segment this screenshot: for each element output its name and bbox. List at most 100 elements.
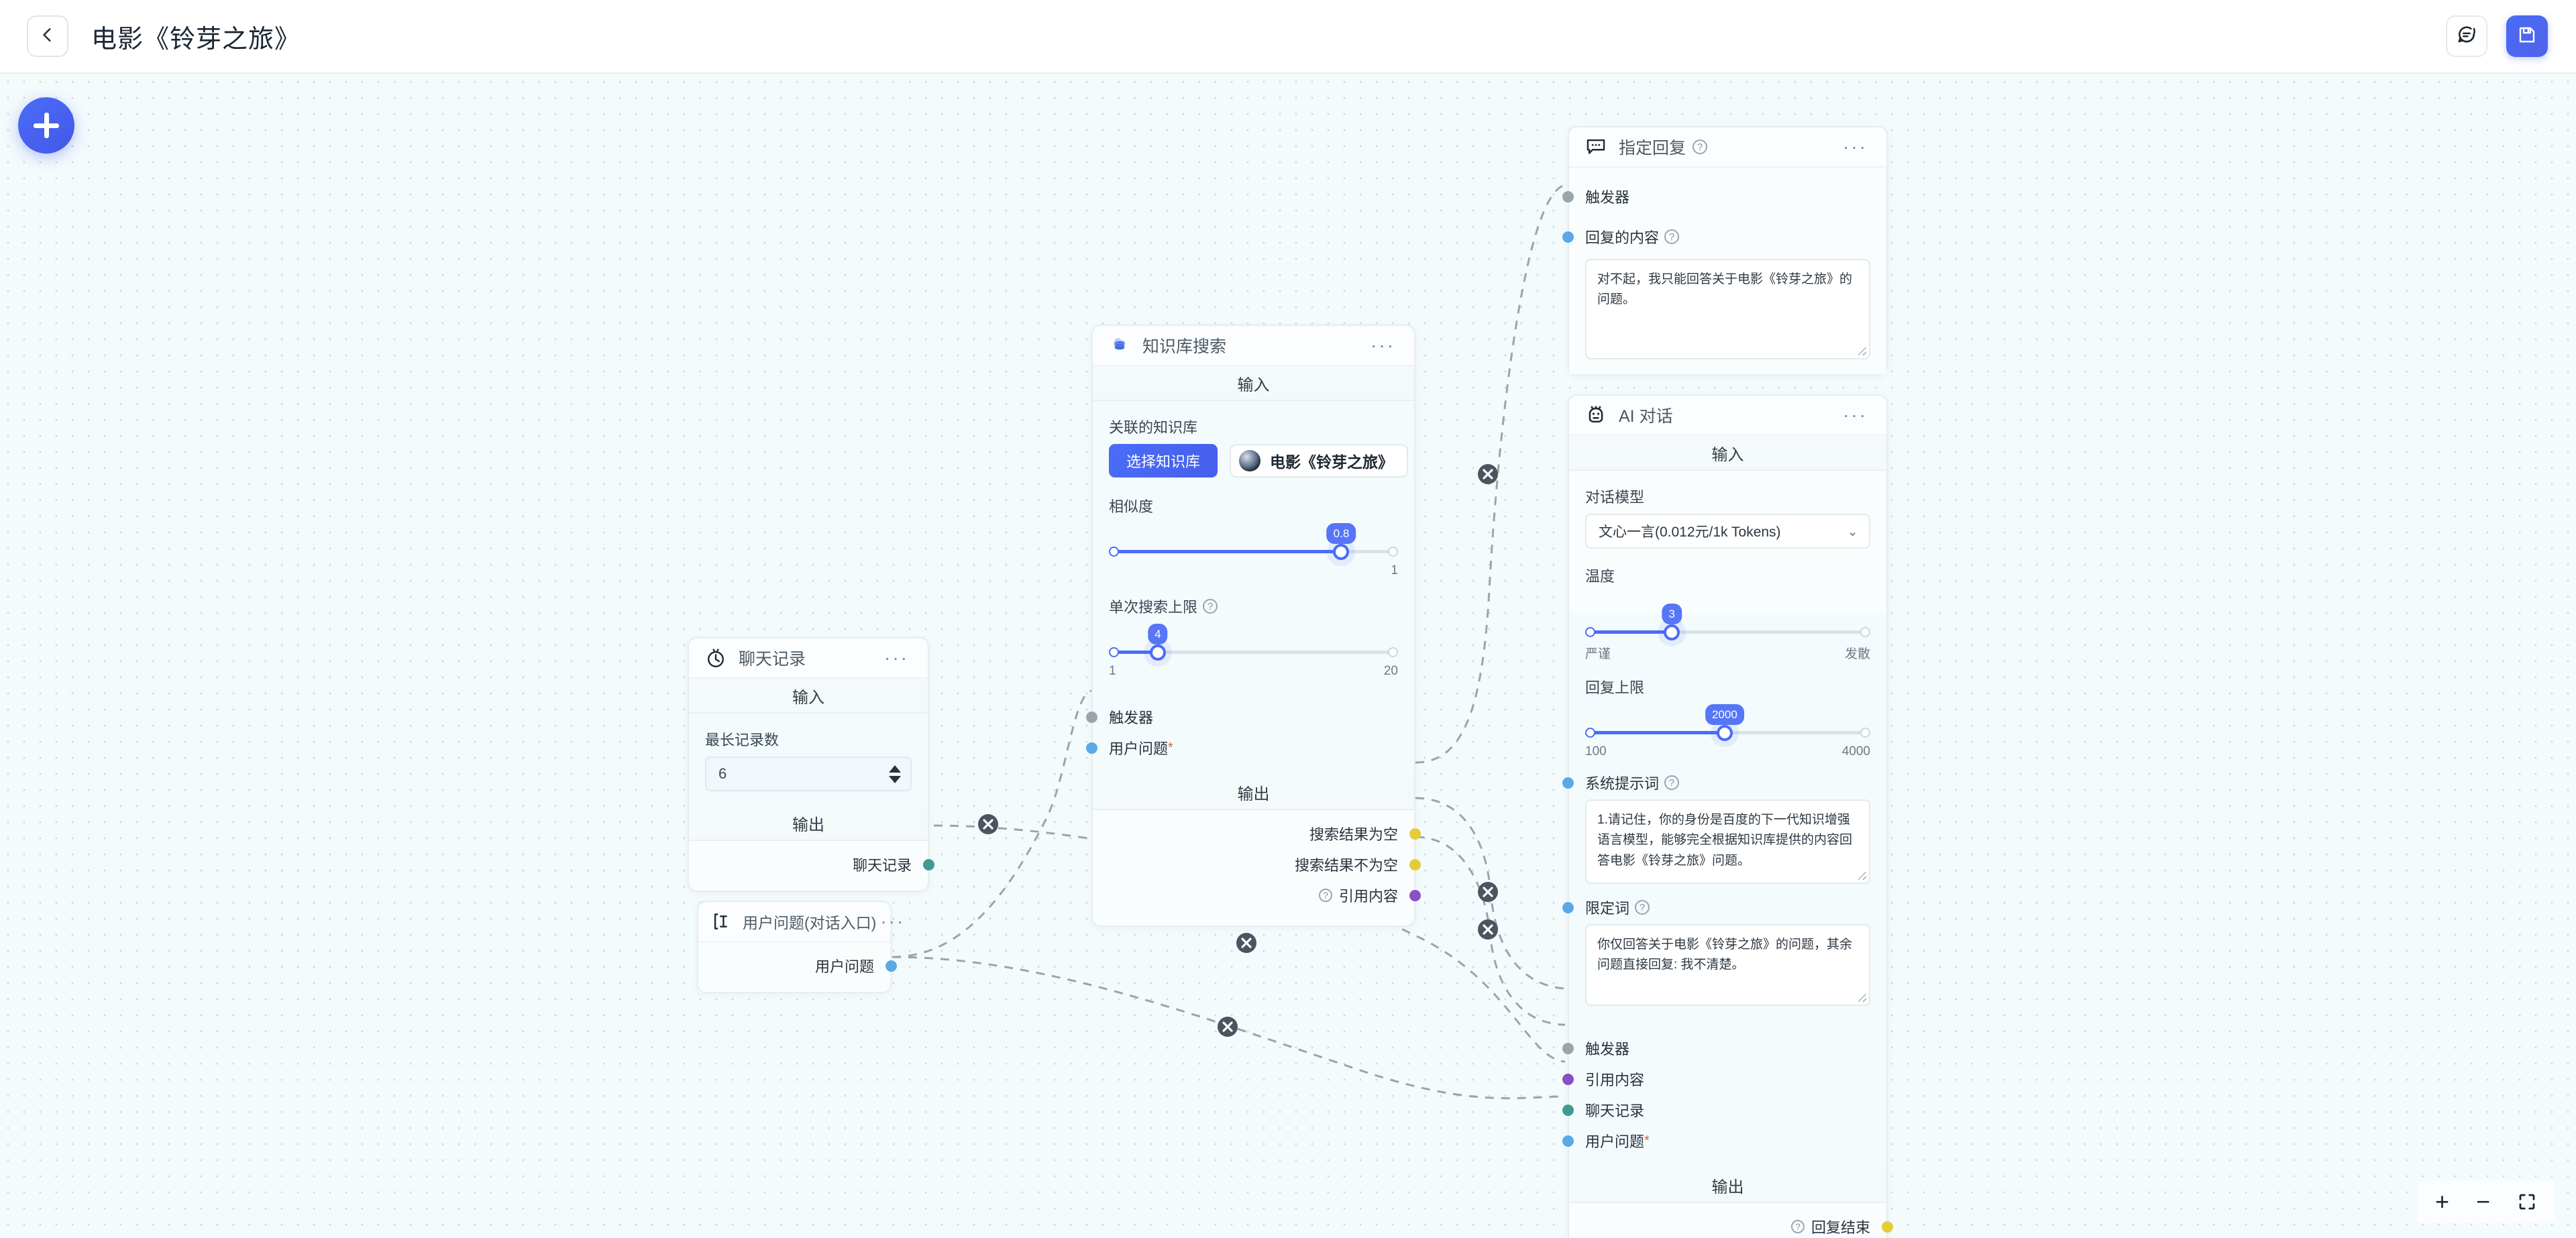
kb-thumbnail-icon: [1239, 450, 1261, 471]
model-select[interactable]: 文心一言(0.012元/1k Tokens) ⌄: [1585, 514, 1870, 549]
slider-value-badge: 3: [1662, 604, 1682, 624]
port-label: 触发器: [1585, 189, 1630, 206]
port-row[interactable]: 触发器: [1562, 1033, 1870, 1064]
save-button[interactable]: [2506, 15, 2548, 57]
node-chat-history[interactable]: 聊天记录 ··· 输入 最长记录数 6 输出 聊天记录: [688, 637, 934, 892]
node-menu-button[interactable]: ···: [884, 647, 909, 668]
help-icon[interactable]: ?: [1790, 1220, 1805, 1233]
port-row[interactable]: 引用内容: [1562, 1064, 1870, 1094]
stepper-arrows[interactable]: [889, 758, 901, 790]
node-ai-chat[interactable]: AI 对话 ··· 输入 对话模型 文心一言(0.012元/1k Tokens)…: [1562, 394, 1893, 1238]
slider-fill: [1113, 550, 1342, 553]
node-menu-button[interactable]: ···: [1371, 335, 1395, 355]
limit-word-textarea[interactable]: 你仅回答关于电影《铃芽之旅》的问题，其余问题直接回复: 我不清楚。: [1585, 924, 1870, 1006]
port-row[interactable]: 聊天记录: [705, 849, 934, 880]
port-label: 触发器: [1585, 1041, 1630, 1058]
input-section-label: 输入: [1093, 366, 1414, 401]
temperature-slider[interactable]: 3 严谨 发散: [1585, 604, 1870, 661]
select-kb-button[interactable]: 选择知识库: [1109, 444, 1218, 477]
max-records-stepper[interactable]: 6: [705, 756, 912, 791]
edge-delete-button[interactable]: [1478, 464, 1498, 484]
port-dot[interactable]: [885, 960, 897, 972]
search-limit-label: 单次搜索上限 ?: [1109, 596, 1398, 617]
port-dot[interactable]: [1562, 1135, 1574, 1147]
back-button[interactable]: [27, 15, 68, 57]
slider-max: 发散: [1844, 647, 1870, 661]
add-node-button[interactable]: [18, 97, 74, 154]
slider-range: 1 20: [1109, 664, 1398, 679]
zoom-out-button[interactable]: −: [2475, 1188, 2490, 1215]
port-dot[interactable]: [1562, 1042, 1574, 1054]
fit-screen-icon[interactable]: [2517, 1192, 2537, 1212]
node-header: 用户问题(对话入口) ···: [698, 902, 903, 942]
node-menu-button[interactable]: ···: [1843, 136, 1868, 157]
port-row[interactable]: 限定词 ?: [1562, 896, 1870, 919]
port-row[interactable]: 系统提示词 ?: [1562, 771, 1870, 794]
port-dot[interactable]: [1562, 777, 1574, 789]
slider-track: [1113, 651, 1394, 654]
reply-content-textarea[interactable]: 对不起，我只能回答关于电影《铃芽之旅》的问题。: [1585, 259, 1870, 359]
port-row[interactable]: 回复的内容 ?: [1562, 221, 1870, 252]
port-dot[interactable]: [1086, 711, 1097, 723]
slider-knob[interactable]: [1664, 624, 1680, 640]
help-icon[interactable]: ?: [1203, 599, 1218, 614]
port-dot[interactable]: [1882, 1221, 1893, 1233]
port-row[interactable]: 用户问题: [714, 950, 897, 981]
port-row[interactable]: ? 引用内容: [1109, 880, 1421, 911]
edge-delete-button[interactable]: [1478, 882, 1498, 902]
port-dot[interactable]: [923, 858, 934, 870]
port-dot[interactable]: [1562, 190, 1574, 203]
port-dot[interactable]: [1409, 828, 1421, 840]
help-icon[interactable]: ?: [1664, 775, 1680, 790]
slider-fill: [1113, 651, 1158, 654]
port-row[interactable]: 用户问题*: [1086, 732, 1398, 763]
slider-knob[interactable]: [1333, 544, 1350, 560]
node-menu-button[interactable]: ···: [1843, 404, 1868, 425]
node-menu-button[interactable]: ···: [880, 911, 906, 932]
zoom-in-button[interactable]: +: [2434, 1188, 2449, 1215]
port-row[interactable]: 聊天记录: [1562, 1094, 1870, 1125]
reply-limit-slider[interactable]: 2000 100 4000: [1585, 704, 1870, 758]
port-row[interactable]: 搜索结果为空: [1109, 818, 1421, 849]
similarity-slider[interactable]: 0.8 1: [1109, 523, 1398, 577]
help-icon[interactable]: ?: [1693, 139, 1708, 154]
stepper-up-icon[interactable]: [889, 765, 901, 773]
port-row[interactable]: 触发器: [1086, 701, 1398, 732]
port-dot[interactable]: [1409, 889, 1421, 901]
required-mark: *: [1644, 1133, 1650, 1148]
port-row[interactable]: 触发器: [1562, 181, 1870, 212]
edge-delete-button[interactable]: [1236, 933, 1256, 953]
node-kb-search[interactable]: 知识库搜索 ··· 输入 关联的知识库 选择知识库 电影《铃芽之旅》 相似度 0…: [1086, 325, 1421, 927]
port-dot[interactable]: [1562, 901, 1574, 913]
system-prompt-textarea[interactable]: 1.请记住，你的身份是百度的下一代知识增强语言模型，能够完全根据知识库提供的内容…: [1585, 799, 1870, 884]
output-ports: 聊天记录: [689, 841, 934, 891]
node-user-question[interactable]: 用户问题(对话入口) ··· 用户问题: [697, 901, 903, 993]
port-row[interactable]: ? 回复结束: [1585, 1211, 1893, 1238]
node-title: 聊天记录: [739, 650, 806, 669]
slider-value-badge: 0.8: [1326, 523, 1356, 544]
help-icon[interactable]: ?: [1318, 889, 1332, 902]
port-dot[interactable]: [1562, 1104, 1574, 1116]
node-body: 关联的知识库 选择知识库 电影《铃芽之旅》 相似度 0.8 1: [1093, 401, 1414, 691]
help-icon[interactable]: ?: [1635, 900, 1650, 915]
port-dot[interactable]: [1086, 742, 1097, 754]
port-dot[interactable]: [1562, 1073, 1574, 1085]
port-row[interactable]: 搜索结果不为空: [1109, 849, 1421, 880]
port-dot[interactable]: [1409, 858, 1421, 870]
stepper-down-icon[interactable]: [889, 775, 901, 783]
port-row[interactable]: 用户问题*: [1562, 1125, 1870, 1156]
port-dot[interactable]: [1562, 231, 1574, 243]
edge-delete-button[interactable]: [1478, 919, 1498, 940]
robot-icon: [1584, 403, 1608, 427]
slider-fill: [1589, 731, 1725, 734]
search-limit-slider[interactable]: 4 1 20: [1109, 624, 1398, 679]
chat-button[interactable]: [2446, 15, 2487, 57]
slider-knob[interactable]: [1149, 644, 1166, 661]
slider-knob[interactable]: [1716, 725, 1733, 741]
edge-delete-button[interactable]: [978, 814, 998, 834]
node-fixed-reply[interactable]: 指定回复 ? ··· 触发器 回复的内容 ? 对不起，我只能回答关于电影《铃芽之…: [1562, 126, 1888, 376]
kb-chip[interactable]: 电影《铃芽之旅》: [1230, 444, 1409, 477]
edge-delete-button[interactable]: [1218, 1017, 1238, 1037]
help-icon[interactable]: ?: [1664, 229, 1680, 244]
